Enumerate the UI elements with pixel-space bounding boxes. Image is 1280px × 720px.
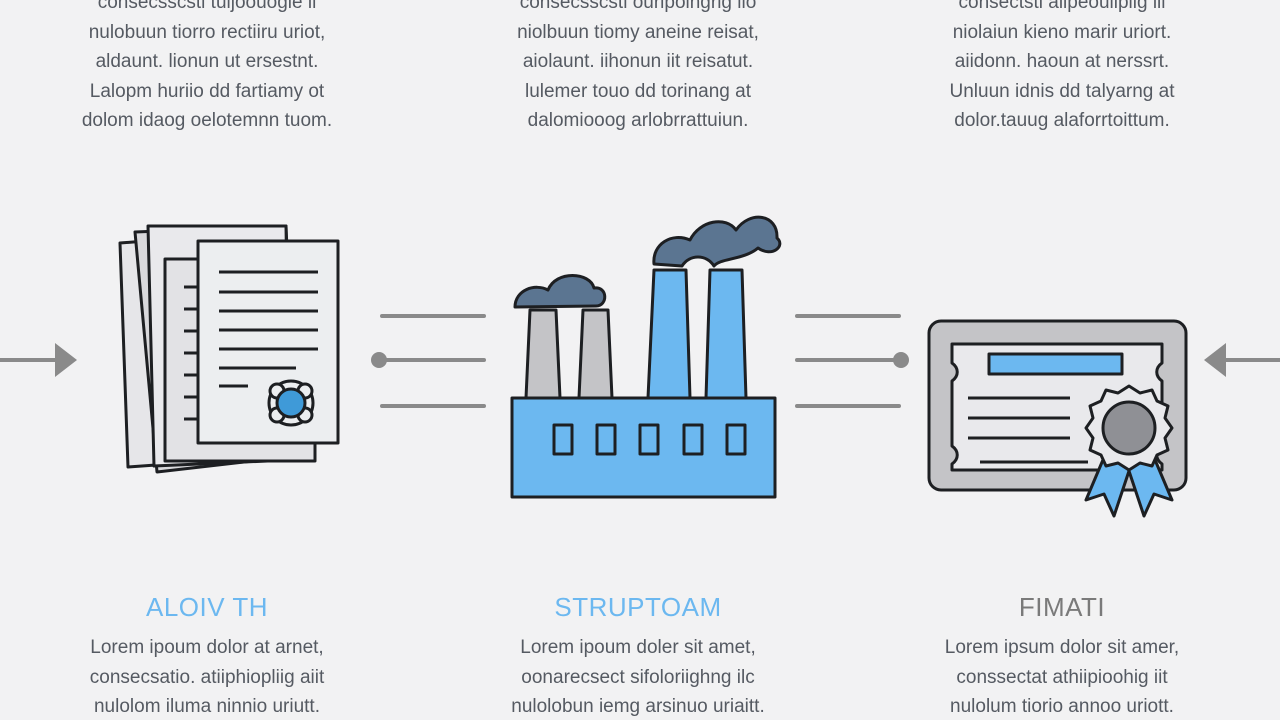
left-arrow-icon — [0, 343, 77, 377]
text-line: nulolum tiorio annoo uriott. — [950, 696, 1174, 717]
certificate-icon — [927, 319, 1188, 518]
documents-icon — [118, 224, 340, 474]
text-line: nulobuun tiorro rectiiru uriot, — [88, 21, 326, 43]
text-line: Lorem ipsum dolor sit amer, — [944, 637, 1180, 658]
step-1-bottom-description: Lorem ipoum dolor at arnet, consecsatio.… — [57, 633, 357, 720]
text-line: aiidonn. haoun at nerssrt. — [954, 51, 1170, 72]
text-line: dolor.tauug alaforrtoittum. — [954, 110, 1170, 131]
step-2-title: STRUPTOAM — [554, 592, 722, 622]
step-3-top-description: consectsti aiipeoulipiig iii niolaiun ki… — [912, 0, 1212, 136]
right-arrow-icon — [1204, 343, 1280, 377]
text-line: Lalopm huriio dd fartiamy ot — [89, 80, 325, 102]
text-line: consecsscsti tuijoouogie ii — [97, 0, 317, 13]
text-line: niolbuun tiomy aneine reisat, — [517, 21, 759, 43]
text-line: aiolaunt. iihonun iit reisatut. — [522, 51, 754, 72]
text-line: niolaiun kieno marir uriort. — [952, 21, 1172, 43]
text-line: oonarecsect sifoloriighng ilc — [521, 666, 755, 688]
text-line: conssectat athiipioohig iit — [956, 666, 1168, 688]
text-line: consectsti aiipeoulipiig iii — [958, 0, 1166, 13]
text-line: Lorem ipoum doler sit amet, — [520, 637, 756, 658]
text-line: consecsscsti ouripoingrig iio — [519, 0, 757, 13]
factory-icon — [510, 215, 782, 499]
step-3-bottom-description: Lorem ipsum dolor sit amer, conssectat a… — [912, 633, 1212, 720]
text-line: dolom idaog oelotemnn tuom. — [81, 110, 333, 131]
text-line: Lorem ipoum dolor at arnet, — [90, 637, 324, 658]
text-line: nulolom iluma ninnio uriutt. — [93, 696, 320, 717]
text-line: consecsatio. atiiphiopliig aiit — [89, 666, 325, 688]
connector-lines-1 — [371, 314, 486, 408]
text-line: aldaunt. lionun ut ersestnt. — [95, 51, 319, 72]
text-line: dalomiooog arlobrrattuiun. — [527, 110, 749, 131]
text-line: lulemer touo dd torinang at — [524, 80, 752, 102]
step-3-title: FIMATI — [1018, 592, 1106, 622]
connector-lines-2 — [795, 314, 909, 408]
text-line: Unluun idnis dd talyarng at — [949, 80, 1175, 102]
step-2-bottom-description: Lorem ipoum doler sit amet, oonarecsect … — [488, 633, 788, 720]
step-1-top-description: consecsscsti tuijoouogie ii nulobuun tio… — [57, 0, 357, 136]
text-line: nulolobun iemg arsinuo uriaitt. — [511, 696, 765, 717]
step-1-title: ALOIV TH — [145, 592, 268, 622]
step-2-top-description: consecsscsti ouripoingrig iio niolbuun t… — [488, 0, 788, 136]
